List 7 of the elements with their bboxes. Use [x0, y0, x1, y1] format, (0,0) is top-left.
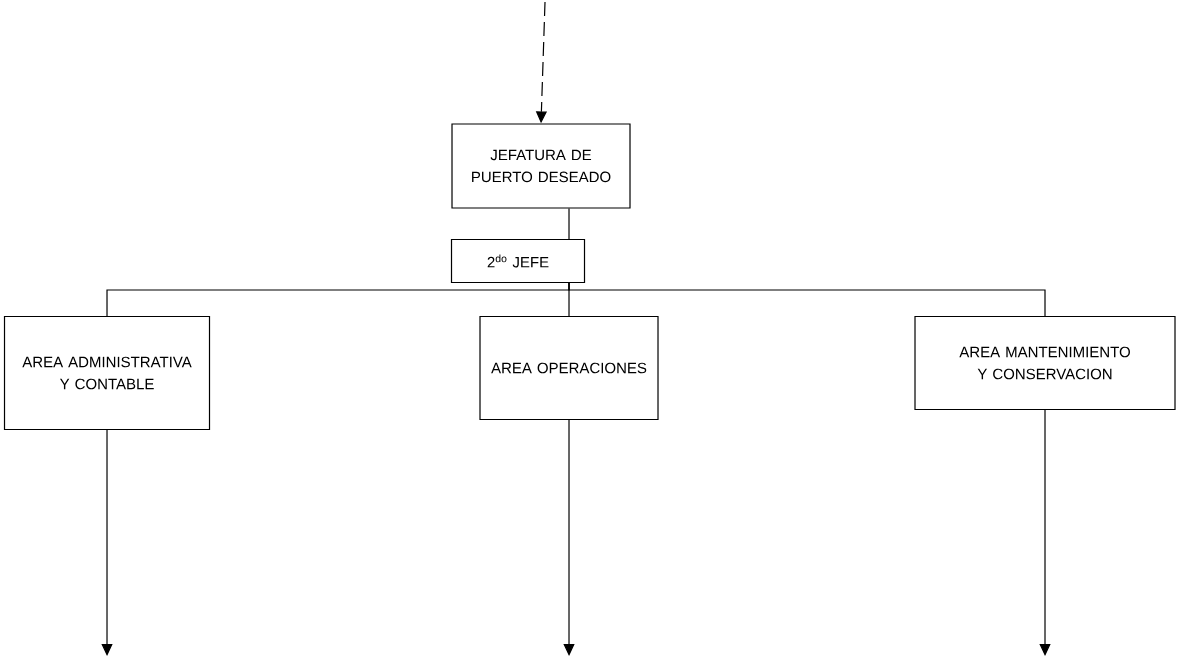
connector	[568, 282, 1046, 317]
org-box: JEFATURA DE PUERTO DESEADO	[451, 123, 631, 209]
org-box: AREA OPERACIONES	[479, 315, 659, 421]
org-box: AREA MANTENIMIENTO Y CONSERVACION	[914, 315, 1176, 411]
org-box: AREA ADMINISTRATIVA Y CONTABLE	[3, 315, 211, 431]
org-box: 2$^{do}$ JEFE	[450, 238, 586, 284]
connector	[568, 208, 570, 240]
